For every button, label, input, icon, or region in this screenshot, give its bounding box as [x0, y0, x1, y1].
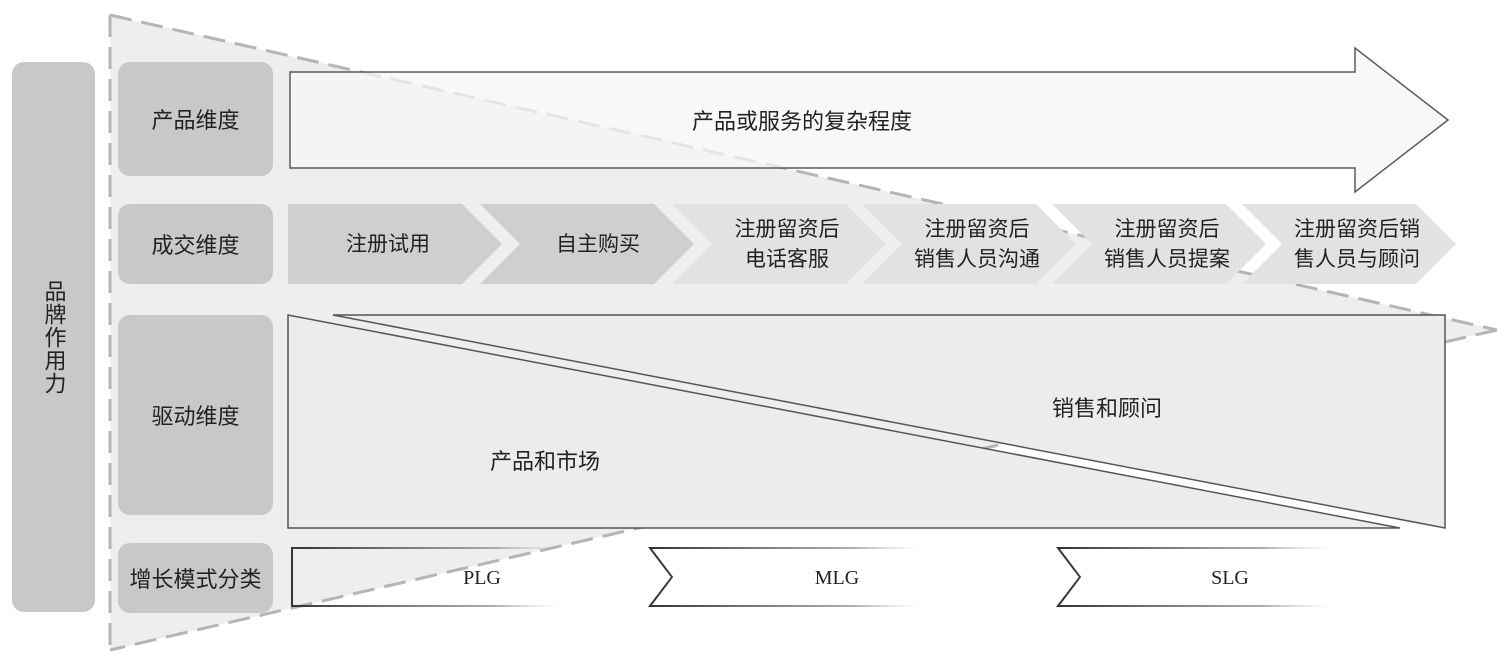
- deal-step-2: 自主购买: [556, 232, 640, 256]
- deal-step-6: 注册留资后销 售人员与顾问: [1294, 217, 1420, 271]
- deal-chevron-1: [288, 204, 502, 284]
- mode-shape-plg: [291, 547, 560, 607]
- product-dimension-box: 产品维度: [118, 62, 273, 176]
- deal-dimension-box: 成交维度: [118, 204, 273, 284]
- driver-sales-consult-label: 销售和顾问: [1052, 396, 1163, 421]
- growth-dimension-label: 增长模式分类: [129, 567, 262, 592]
- driver-product-market-label: 产品和市场: [490, 449, 601, 474]
- brand-influence-box: 品牌作用力: [12, 62, 95, 612]
- deal-chevron-3: [672, 204, 886, 284]
- deal-step-5: 注册留资后 销售人员提案: [1104, 217, 1230, 271]
- deal-chevron-4: [862, 204, 1076, 284]
- mode-shape-slg: [1055, 547, 1330, 607]
- deal-chevron-6: [1242, 204, 1456, 284]
- growth-mode-slg: SLG: [1211, 566, 1249, 589]
- product-dimension-label: 产品维度: [151, 108, 240, 133]
- brand-influence-label: 品牌作用力: [41, 279, 67, 395]
- growth-mode-plg: PLG: [463, 566, 501, 589]
- deal-dimension-label: 成交维度: [151, 233, 240, 258]
- deal-chevron-5: [1052, 204, 1266, 284]
- complexity-arrow: [289, 46, 1450, 194]
- complexity-arrow-label: 产品或服务的复杂程度: [692, 109, 913, 134]
- mode-shape-mlg: [647, 547, 920, 607]
- deal-step-4: 注册留资后 销售人员沟通: [914, 217, 1040, 271]
- driver-dimension-box: 驱动维度: [118, 315, 273, 515]
- driver-sales-consult-triangle: [332, 314, 1446, 529]
- driver-dimension-label: 驱动维度: [151, 404, 240, 429]
- growth-dimension-box: 增长模式分类: [118, 543, 273, 613]
- driver-product-market-triangle: [287, 314, 1401, 529]
- deal-chevron-2: [480, 204, 694, 284]
- deal-step-3: 注册留资后 电话客服: [734, 217, 840, 271]
- growth-mode-mlg: MLG: [814, 566, 860, 589]
- deal-step-1: 注册试用: [346, 232, 430, 256]
